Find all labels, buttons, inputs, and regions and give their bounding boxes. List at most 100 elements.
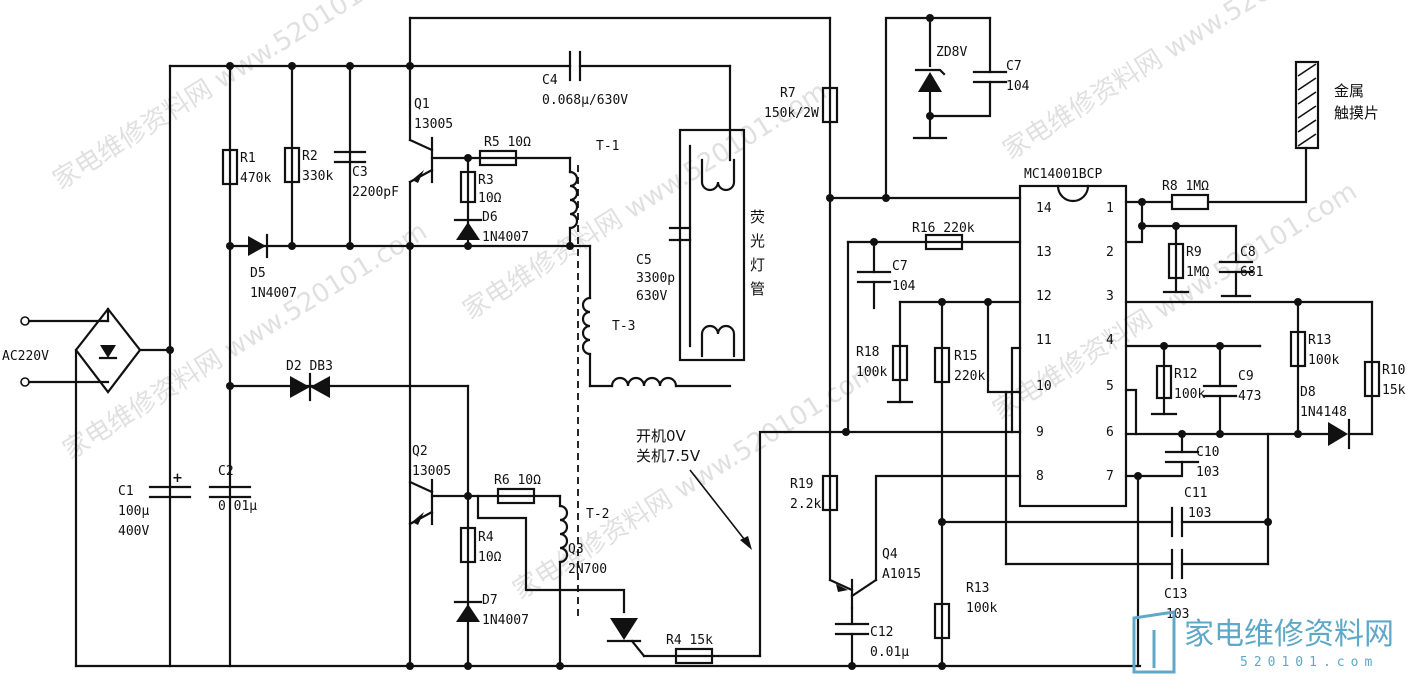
resistor-r13	[1289, 330, 1307, 368]
ac-input: AC220V	[2, 316, 110, 387]
resistor-r10	[1363, 360, 1381, 398]
ic-pin-7: 7	[1106, 469, 1114, 484]
r13b-name: R13	[966, 581, 989, 596]
c2-value: 0.01μ	[218, 499, 257, 514]
note-on: 开机0V	[636, 427, 687, 445]
r18-name: R18	[856, 345, 879, 360]
diode-d8: D8 1N4148	[1300, 385, 1351, 450]
watermark-6: 家电维修资料网 www.520101.com	[998, 0, 1373, 166]
ic-pin-9: 9	[1036, 425, 1044, 440]
d2-label: D2 DB3	[286, 359, 333, 374]
resistor-r15	[933, 346, 951, 384]
transistor-q2: Q2 13005	[408, 444, 470, 526]
c4-value: 0.068μ/630V	[542, 93, 628, 108]
d8-part: 1N4148	[1300, 405, 1347, 420]
resistor-r12	[1155, 364, 1173, 400]
resistor-r16	[924, 233, 964, 251]
resistor-r19	[821, 474, 839, 512]
c13-name: C13	[1164, 587, 1187, 602]
ic-pin-8: 8	[1036, 469, 1044, 484]
c8-value: 681	[1240, 265, 1263, 280]
r13b-value: 100k	[966, 601, 997, 616]
q2-part: 13005	[412, 464, 451, 479]
lamp-char-3: 灯	[750, 256, 765, 274]
diac-d2: D2 DB3	[286, 359, 333, 402]
d7-name: D7	[482, 593, 498, 608]
zd-label: ZD8V	[936, 45, 967, 60]
ic-pin-6: 6	[1106, 425, 1114, 440]
resistor-r4b	[674, 647, 714, 665]
watermark-4: 家电维修资料网 www.520101.com	[508, 356, 883, 606]
logo-text: 家电维修资料网	[1184, 617, 1394, 652]
ac-label: AC220V	[2, 349, 49, 364]
c8-name: C8	[1240, 245, 1256, 260]
c11-name: C11	[1184, 486, 1207, 501]
lamp-char-1: 荧	[750, 208, 765, 226]
c2-name: C2	[218, 464, 234, 479]
bridge-rectifier	[74, 307, 170, 668]
thyristor-q3	[606, 618, 646, 658]
resistor-r2	[283, 146, 301, 184]
q2-name: Q2	[412, 444, 428, 459]
r13-value: 100k	[1308, 353, 1339, 368]
c12-value: 0.01μ	[870, 645, 909, 660]
r7-name: R7	[780, 86, 796, 101]
c9-name: C9	[1238, 369, 1254, 384]
ic-label: MC14001BCP	[1024, 167, 1102, 182]
c1-value: 100μ	[118, 504, 149, 519]
t2-label: T-2	[586, 507, 609, 522]
q4-part: A1015	[882, 567, 921, 582]
diode-d6: D6 1N4007	[453, 210, 529, 245]
transformer-t3: T-3	[581, 244, 732, 388]
touch-label-1: 金属	[1334, 82, 1364, 100]
r2-value: 330k	[302, 169, 333, 184]
r6-label: R6 10Ω	[494, 473, 541, 488]
r3-value: 10Ω	[478, 191, 502, 206]
resistor-r1	[221, 148, 239, 186]
r13-name: R13	[1308, 333, 1331, 348]
ic-pin-12: 12	[1036, 289, 1052, 304]
r1-value: 470k	[240, 171, 271, 186]
c13-value: 103	[1166, 607, 1189, 622]
q1-name: Q1	[414, 97, 430, 112]
svg-text:+: +	[172, 471, 183, 486]
r10-name: R10	[1382, 363, 1405, 378]
ic-pin-11: 11	[1036, 333, 1052, 348]
capacitor-c1: + C1 100μ 400V	[118, 471, 192, 539]
resistor-r6	[496, 487, 536, 505]
note-arrow	[689, 469, 749, 545]
q1-part: 13005	[414, 117, 453, 132]
c10-name: C10	[1196, 445, 1219, 460]
ic-pin-13: 13	[1036, 245, 1052, 260]
c7b-name: C7	[892, 259, 908, 274]
r19-name: R19	[790, 477, 813, 492]
resistor-r18	[891, 344, 909, 382]
r1-name: R1	[240, 151, 256, 166]
r7-value: 150k/2W	[764, 106, 819, 121]
c1-name: C1	[118, 484, 134, 499]
r9-value: 1MΩ	[1186, 265, 1210, 280]
t1-label: T-1	[596, 139, 619, 154]
ic-pin-1: 1	[1106, 201, 1114, 216]
r12-name: R12	[1174, 367, 1197, 382]
transistor-q4: Q4 A1015	[828, 474, 1022, 610]
touch-plate: 金属 触摸片	[1294, 60, 1379, 150]
note-off: 关机7.5V	[636, 447, 701, 465]
c3-name: C3	[352, 165, 368, 180]
q3-part: 2N700	[568, 562, 607, 577]
r15-value: 220k	[954, 369, 985, 384]
lamp-char-2: 光	[750, 232, 765, 250]
resistor-r13b	[933, 602, 951, 640]
ic-pin-3: 3	[1106, 289, 1114, 304]
r18-value: 100k	[856, 365, 887, 380]
r12-value: 100k	[1174, 387, 1205, 402]
ic-pin-5: 5	[1106, 379, 1114, 394]
fluorescent-lamp: 荧 光 灯 管	[678, 128, 765, 362]
r16-label: R16 220k	[912, 221, 975, 236]
q3-name: Q3	[568, 542, 584, 557]
